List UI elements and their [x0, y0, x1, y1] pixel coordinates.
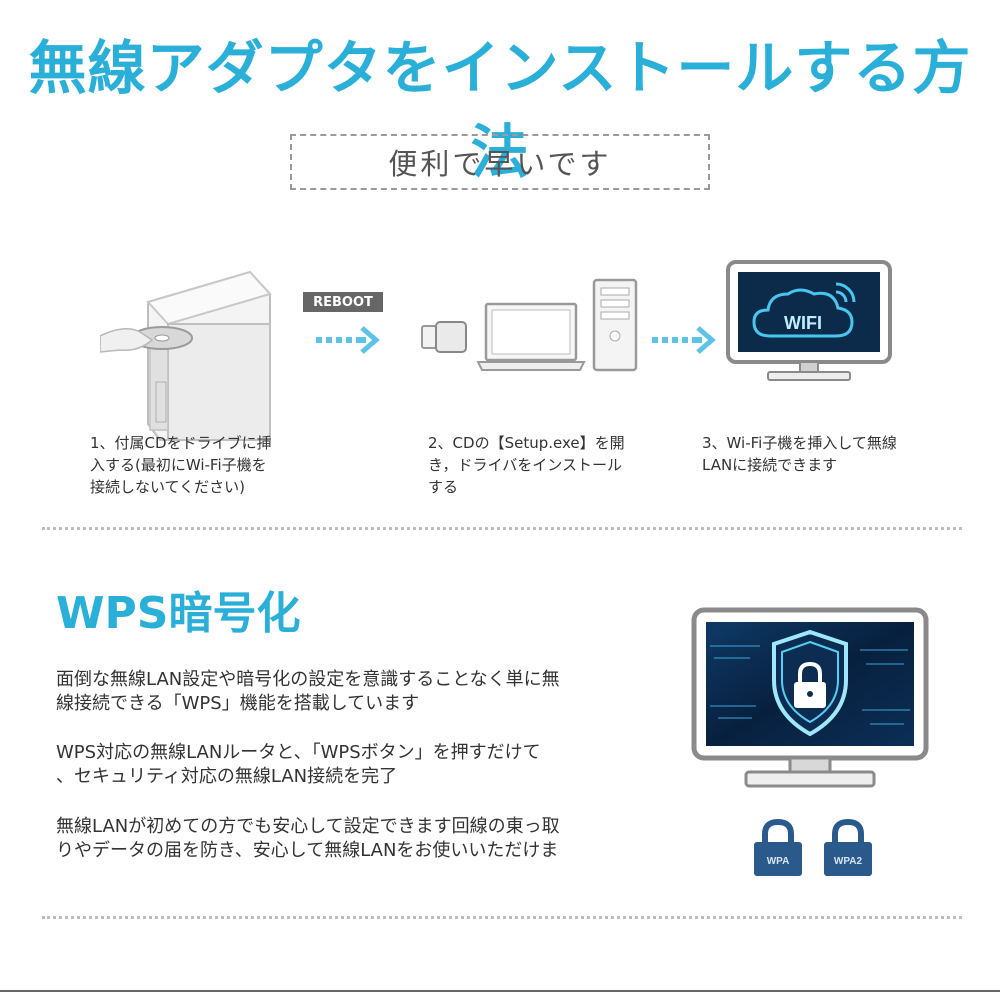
install-steps: REBOOT WIFI	[0, 240, 1000, 520]
arrow-right-icon	[316, 326, 380, 354]
security-monitor-icon	[691, 607, 929, 788]
wpa2-lock-icon: WPA2	[824, 818, 872, 876]
desktop-tower-icon	[592, 278, 638, 372]
step-1-text: 1、付属CDをドライブに挿 入する(最初にWi-Fi子機を 接続しないてください…	[90, 434, 272, 496]
wifi-label: WIFI	[784, 313, 822, 333]
page-title: 無線アダプタをインストールする方法	[28, 34, 972, 186]
bottom-border	[0, 990, 1000, 992]
divider	[42, 527, 962, 530]
wifi-monitor-icon: WIFI	[726, 260, 892, 381]
pc-tower-cd-icon	[100, 270, 272, 441]
usb-adapter-icon	[421, 321, 467, 353]
wpa2-label: WPA2	[834, 856, 863, 867]
step-2-text: 2、CDの【Setup.exe】を開 き，ドライバをインストール する	[428, 434, 625, 496]
subtitle-box: 便利で早いです	[290, 134, 710, 190]
reboot-label: REBOOT	[313, 294, 373, 310]
wpa-label: WPA	[767, 856, 790, 867]
wps-paragraph-2: WPS対応の無線LANルータと、「WPSボタン」を押すだけて 、セキュリティ対応…	[56, 742, 541, 787]
arrow-right-icon	[652, 326, 716, 354]
wps-paragraph-1: 面倒な無線LAN設定や暗号化の設定を意識することなく単に無 線接続できる「WPS…	[56, 669, 560, 714]
step-3-text: 3、Wi-Fi子機を挿入して無線 LANに接続できます	[702, 434, 897, 474]
wpa-lock-icon: WPA	[754, 818, 802, 876]
wps-paragraph-3: 無線LANが初めての方でも安心して設定できます回線の東っ取 りやデータの届を防き…	[56, 816, 560, 861]
reboot-badge: REBOOT	[303, 292, 383, 312]
wps-title: WPS暗号化	[56, 588, 301, 639]
laptop-icon	[476, 302, 586, 371]
divider	[42, 916, 962, 919]
